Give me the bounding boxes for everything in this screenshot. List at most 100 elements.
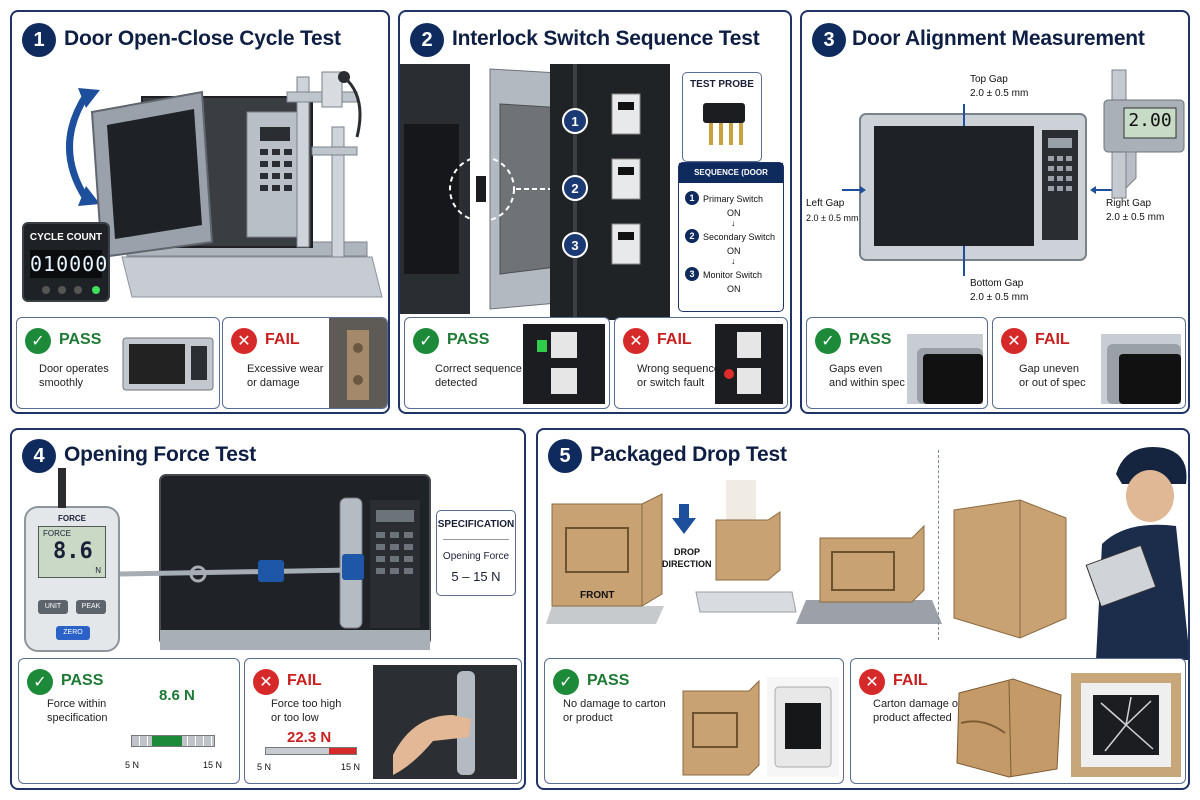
damaged-carton-image bbox=[956, 678, 1062, 778]
microwave-front-illustration bbox=[859, 104, 1087, 276]
pass-result-box: ✓ PASS No damage to carton or product bbox=[544, 658, 844, 784]
fail-force-value: 22.3 N bbox=[287, 729, 332, 746]
pass-label: PASS bbox=[587, 672, 630, 689]
step-number-2: 2 bbox=[685, 229, 699, 243]
pass-scale-bar bbox=[131, 735, 215, 747]
panel-door-alignment: 3 Door Alignment Measurement Top Gap 2.0… bbox=[800, 10, 1190, 414]
check-icon: ✓ bbox=[553, 669, 579, 695]
drop-direction-line1: DROP bbox=[674, 547, 701, 557]
pass-scale-fill bbox=[152, 736, 182, 746]
step-name-1: Primary Switch bbox=[703, 194, 764, 204]
x-icon: ✕ bbox=[623, 328, 649, 354]
fail-desc-line1: Wrong sequence bbox=[637, 363, 720, 375]
pass-label: PASS bbox=[59, 331, 102, 348]
fail-desc-line2: or switch fault bbox=[637, 377, 705, 389]
inspector-illustration bbox=[1085, 447, 1188, 660]
switch-ok-image bbox=[523, 324, 605, 404]
pass-scale-min: 5 N bbox=[125, 760, 140, 770]
unit-button[interactable]: UNIT bbox=[38, 600, 68, 614]
fail-desc-line1: Excessive wear bbox=[247, 363, 324, 375]
fail-label: FAIL bbox=[893, 672, 928, 689]
cycle-counter-value: 010000 bbox=[30, 250, 109, 278]
intact-carton-image bbox=[682, 679, 760, 776]
step-state-2: ON bbox=[727, 246, 741, 256]
check-icon: ✓ bbox=[25, 328, 51, 354]
sequence-title: SEQUENCE (DOOR CLOSED) bbox=[679, 163, 783, 197]
caliper-reading: 2.00 bbox=[1128, 110, 1172, 131]
fail-result-box: ✕ FAIL Excessive wear or damage bbox=[222, 317, 388, 409]
pass-result-box: ✓ PASS Force within specification 8.6 N … bbox=[18, 658, 240, 784]
step-name-2: Secondary Switch bbox=[703, 232, 776, 242]
step-number-badge: 1 bbox=[22, 23, 56, 57]
pass-desc-line1: Force within bbox=[47, 698, 107, 710]
x-icon: ✕ bbox=[859, 669, 885, 695]
pass-label: PASS bbox=[849, 331, 892, 348]
arrow-down-icon: ↓ bbox=[731, 256, 736, 266]
force-gauge: FORCE FORCE 8.6 N UNIT PEAK ZERO bbox=[24, 506, 120, 652]
inspected-carton-illustration bbox=[953, 499, 1067, 639]
gauge-unit: N bbox=[95, 566, 101, 575]
panel-interlock-test: 2 Interlock Switch Sequence Test 1 2 3 T… bbox=[398, 10, 792, 414]
fail-label: FAIL bbox=[287, 672, 322, 689]
microwave-ok-image bbox=[122, 337, 214, 391]
step-number-badge: 3 bbox=[812, 23, 846, 57]
test-probe-label: TEST PROBE bbox=[690, 79, 754, 90]
front-label: FRONT bbox=[580, 590, 615, 601]
gauge-label: FORCE bbox=[58, 514, 86, 523]
step-state-1: ON bbox=[727, 208, 741, 218]
arrow-down-icon: ↓ bbox=[731, 218, 736, 228]
fail-desc-line2: or damage bbox=[247, 377, 300, 389]
left-gap-value: 2.0 ± 0.5 mm bbox=[806, 213, 859, 223]
spec-range: 5 – 15 N bbox=[451, 569, 501, 584]
check-icon: ✓ bbox=[413, 328, 439, 354]
pass-desc-line2: smoothly bbox=[39, 377, 84, 389]
right-gap-label: Right Gap bbox=[1106, 198, 1152, 209]
gauge-value: 8.6 bbox=[53, 539, 93, 564]
fail-desc-line1: Force too high bbox=[271, 698, 342, 710]
zero-button[interactable]: ZERO bbox=[56, 626, 90, 640]
panel-divider bbox=[938, 450, 939, 640]
pass-result-box: ✓ PASS Correct sequence detected bbox=[404, 317, 610, 409]
fail-result-box: ✕ FAIL Wrong sequence or switch fault bbox=[614, 317, 788, 409]
pass-label: PASS bbox=[61, 672, 104, 689]
panel-title: Opening Force Test bbox=[64, 443, 257, 466]
gauge-screen-label: FORCE bbox=[43, 529, 71, 538]
specification-box: SPECIFICATION Opening Force 5 – 15 N bbox=[436, 510, 516, 596]
peak-button[interactable]: PEAK bbox=[76, 600, 106, 614]
fail-desc-line1: Gap uneven bbox=[1019, 363, 1079, 375]
sequence-box: SEQUENCE (DOOR CLOSED) 1 Primary Switch … bbox=[678, 162, 784, 312]
fail-desc-line1: Carton damage or bbox=[873, 698, 962, 710]
top-gap-label: Top Gap bbox=[970, 74, 1008, 85]
intact-product-image bbox=[767, 677, 839, 777]
falling-carton-illustration bbox=[695, 480, 797, 613]
carton-front-illustration bbox=[546, 493, 664, 624]
fail-result-box: ✕ FAIL Carton damage or product affected bbox=[850, 658, 1186, 784]
pass-result-box: ✓ PASS Gaps even and within spec bbox=[806, 317, 988, 409]
step-number-badge: 4 bbox=[22, 439, 56, 473]
step-number-badge: 2 bbox=[410, 23, 444, 57]
fail-result-box: ✕ FAIL Force too high or too low 22.3 N … bbox=[244, 658, 522, 784]
left-gap-label: Left Gap bbox=[806, 198, 845, 209]
pass-desc-line1: No damage to carton bbox=[563, 698, 666, 710]
gauge-screen: FORCE 8.6 N bbox=[38, 526, 106, 578]
step-number-1: 1 bbox=[685, 191, 699, 205]
impact-carton-illustration bbox=[796, 524, 942, 624]
uneven-gap-image bbox=[1101, 334, 1181, 404]
microwave-force-illustration bbox=[119, 474, 431, 650]
fail-scale-max: 15 N bbox=[341, 762, 361, 772]
step-name-3: Monitor Switch bbox=[703, 270, 763, 280]
test-probe-box: TEST PROBE bbox=[682, 72, 762, 162]
cracked-product-image bbox=[1071, 673, 1181, 777]
fail-label: FAIL bbox=[1035, 331, 1070, 348]
switch-fault-image bbox=[715, 324, 783, 404]
fail-desc-line2: or too low bbox=[271, 712, 319, 724]
pass-result-box: ✓ PASS Door operates smoothly bbox=[16, 317, 220, 409]
fail-scale-bar bbox=[265, 747, 357, 755]
fail-result-box: ✕ FAIL Gap uneven or out of spec bbox=[992, 317, 1186, 409]
x-icon: ✕ bbox=[1001, 328, 1027, 354]
check-icon: ✓ bbox=[815, 328, 841, 354]
panel-door-cycle-test: 1 Door Open-Close Cycle Test CYCLE COUNT bbox=[10, 10, 390, 414]
panel-opening-force: 4 Opening Force Test FORCE FORCE 8.6 N U… bbox=[10, 428, 526, 790]
pass-desc-line2: detected bbox=[435, 377, 478, 389]
even-gap-image bbox=[907, 334, 983, 404]
